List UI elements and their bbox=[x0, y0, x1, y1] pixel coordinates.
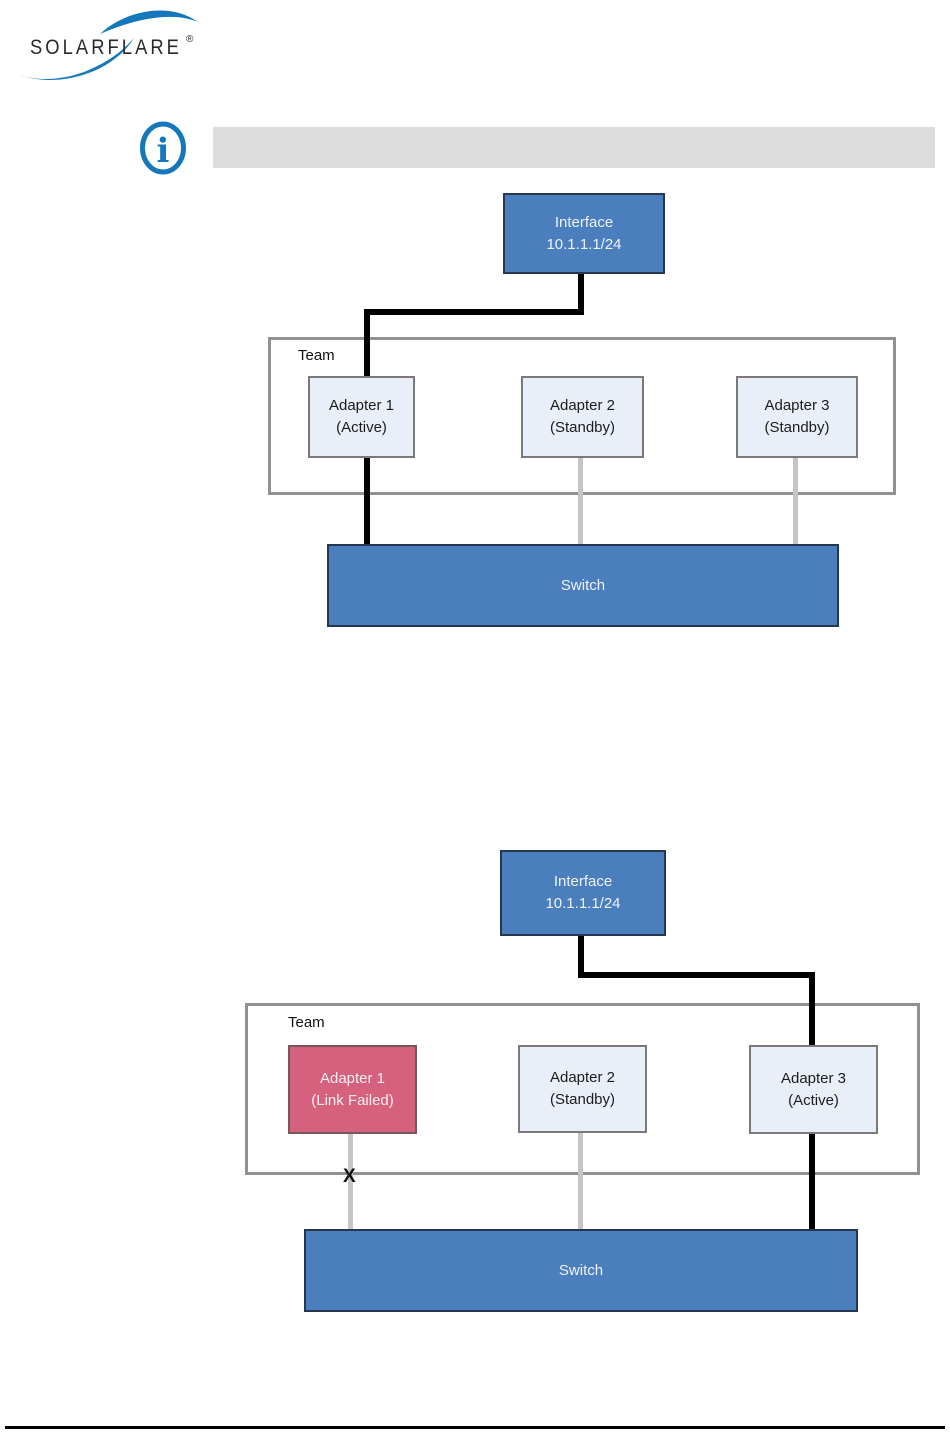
logo-swoosh-lower bbox=[18, 38, 134, 80]
d1-adapter3-name: Adapter 3 bbox=[764, 397, 830, 415]
d1-adapter1-state: (Active) bbox=[336, 419, 387, 436]
d1-connector-elbow-horizontal bbox=[364, 309, 584, 315]
d2-connector-interface-drop bbox=[578, 932, 584, 978]
d2-interface-address: 10.1.1.1/24 bbox=[545, 895, 621, 912]
d2-interface-box: Interface 10.1.1.1/24 bbox=[500, 850, 666, 936]
d2-adapter3-box: Adapter 3 (Active) bbox=[749, 1045, 878, 1134]
footer-rule bbox=[5, 1426, 945, 1429]
d1-connector-interface-drop bbox=[578, 270, 584, 315]
d1-interface-name: Interface bbox=[554, 213, 614, 231]
logo-registered-mark: ® bbox=[186, 34, 194, 45]
d2-interface-name: Interface bbox=[553, 873, 613, 891]
logo-wordmark: SOLARFLARE bbox=[30, 36, 182, 59]
d2-switch-box: Switch bbox=[304, 1229, 858, 1312]
d1-adapter3-box: Adapter 3 (Standby) bbox=[736, 376, 858, 458]
d2-connector-elbow-horizontal bbox=[578, 972, 815, 978]
d2-adapter3-name: Adapter 3 bbox=[780, 1069, 847, 1087]
d1-adapter2-name: Adapter 2 bbox=[549, 397, 616, 415]
d1-interface-box: Interface 10.1.1.1/24 bbox=[503, 193, 665, 274]
d2-adapter2-name: Adapter 2 bbox=[549, 1069, 616, 1087]
d1-connector-adapter2-switch bbox=[578, 454, 583, 546]
d1-adapter2-state: (Standby) bbox=[549, 419, 616, 436]
d2-connector-adapter2-switch bbox=[578, 1129, 583, 1229]
d1-adapter1-name: Adapter 1 bbox=[328, 397, 395, 415]
d1-switch-label: Switch bbox=[560, 576, 606, 594]
d2-adapter2-box: Adapter 2 (Standby) bbox=[518, 1045, 647, 1133]
d2-switch-label: Switch bbox=[558, 1261, 604, 1279]
note-highlight-bar bbox=[213, 127, 935, 168]
d2-adapter3-state: (Active) bbox=[788, 1091, 839, 1109]
d1-switch-box: Switch bbox=[327, 544, 839, 627]
logo-swoosh-upper bbox=[100, 10, 198, 34]
d2-adapter2-state: (Standby) bbox=[549, 1091, 616, 1108]
info-icon: i bbox=[140, 121, 186, 175]
d1-adapter2-box: Adapter 2 (Standby) bbox=[521, 376, 644, 458]
svg-text:i: i bbox=[157, 131, 170, 171]
d2-connector-adapter1-switch-failed bbox=[348, 1130, 353, 1229]
d2-team-label: Team bbox=[288, 1014, 325, 1031]
d1-adapter1-box: Adapter 1 (Active) bbox=[308, 376, 415, 458]
d2-adapter1-name: Adapter 1 bbox=[319, 1069, 386, 1087]
d2-adapter1-box: Adapter 1 (Link Failed) bbox=[288, 1045, 417, 1134]
d1-adapter3-state: (Standby) bbox=[764, 419, 830, 436]
d1-team-label: Team bbox=[298, 347, 335, 364]
d1-interface-address: 10.1.1.1/24 bbox=[546, 235, 622, 253]
d1-connector-adapter3-switch bbox=[793, 454, 798, 546]
link-failed-x-mark: X bbox=[343, 1166, 356, 1187]
solarflare-logo: SOLARFLARE ® bbox=[18, 10, 198, 80]
d2-adapter1-state: (Link Failed) bbox=[311, 1091, 394, 1109]
